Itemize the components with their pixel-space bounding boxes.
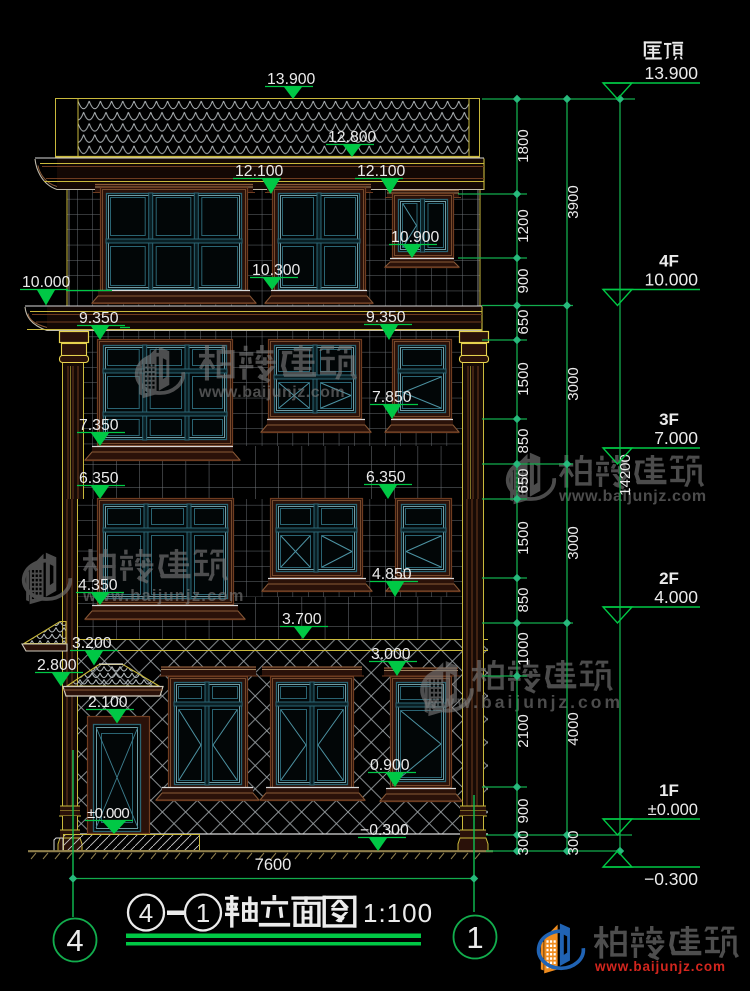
svg-text:www.baijunjz.com: www.baijunjz.com [82,587,245,605]
svg-text:±0.000: ±0.000 [87,805,129,822]
svg-text:4: 4 [139,898,153,928]
svg-text:900: 900 [515,268,532,293]
svg-text:7.350: 7.350 [79,417,119,434]
svg-text:12.100: 12.100 [235,163,284,180]
svg-text:13.900: 13.900 [267,71,316,88]
svg-text:3900: 3900 [565,185,582,218]
svg-text:6.350: 6.350 [79,470,119,487]
svg-text:1F: 1F [659,781,679,800]
svg-text:12.100: 12.100 [357,163,406,180]
svg-text:7.000: 7.000 [654,428,698,448]
svg-text:1: 1 [466,920,483,955]
svg-text:12.800: 12.800 [328,129,377,146]
svg-text:850: 850 [515,587,532,612]
svg-text:9.350: 9.350 [366,309,406,326]
svg-text:4.350: 4.350 [78,577,118,594]
svg-text:2.800: 2.800 [37,657,77,674]
svg-text:2.100: 2.100 [88,694,128,711]
svg-text:4.000: 4.000 [654,587,698,607]
svg-text:−0.300: −0.300 [360,822,409,839]
svg-text:1500: 1500 [515,521,532,554]
svg-text:10.300: 10.300 [252,262,301,279]
svg-text:7600: 7600 [255,856,292,874]
svg-text:1500: 1500 [515,362,532,395]
svg-text:7.850: 7.850 [372,389,412,406]
svg-text:10.000: 10.000 [644,270,698,290]
svg-text:3000: 3000 [565,367,582,400]
svg-text:650: 650 [515,468,532,493]
svg-text:4: 4 [66,923,83,958]
svg-text:www.baijunjz.com: www.baijunjz.com [423,692,623,712]
svg-text:6.350: 6.350 [366,469,406,486]
svg-text:1:100: 1:100 [363,898,433,928]
svg-text:650: 650 [515,309,532,334]
svg-text:850: 850 [515,428,532,453]
svg-text:300: 300 [565,830,582,855]
svg-text:3.200: 3.200 [72,635,112,652]
svg-text:2F: 2F [659,569,679,588]
svg-text:3000: 3000 [565,526,582,559]
svg-text:www.baijunjz.com: www.baijunjz.com [594,959,726,974]
svg-text:−0.300: −0.300 [644,869,698,889]
svg-text:1000: 1000 [515,632,532,665]
svg-text:1800: 1800 [515,129,532,162]
svg-text:2100: 2100 [515,714,532,747]
svg-text:4000: 4000 [565,712,582,745]
svg-text:13.900: 13.900 [644,63,698,83]
svg-text:4.850: 4.850 [372,566,412,583]
svg-text:9.350: 9.350 [79,310,119,327]
svg-text:900: 900 [515,798,532,823]
svg-text:4F: 4F [659,252,679,271]
svg-text:3.700: 3.700 [282,611,322,628]
svg-text:14200: 14200 [617,454,634,496]
svg-text:www.baijunjz.com: www.baijunjz.com [198,384,345,401]
svg-text:1: 1 [196,898,210,928]
svg-text:±0.000: ±0.000 [648,801,698,819]
svg-text:3.000: 3.000 [371,646,411,663]
svg-text:300: 300 [515,830,532,855]
svg-text:10.900: 10.900 [391,229,440,246]
svg-text:3F: 3F [659,410,679,429]
svg-text:www.baijunjz.com: www.baijunjz.com [558,488,707,505]
svg-text:1200: 1200 [515,209,532,242]
svg-text:10.000: 10.000 [22,274,71,291]
svg-text:0.900: 0.900 [370,757,410,774]
